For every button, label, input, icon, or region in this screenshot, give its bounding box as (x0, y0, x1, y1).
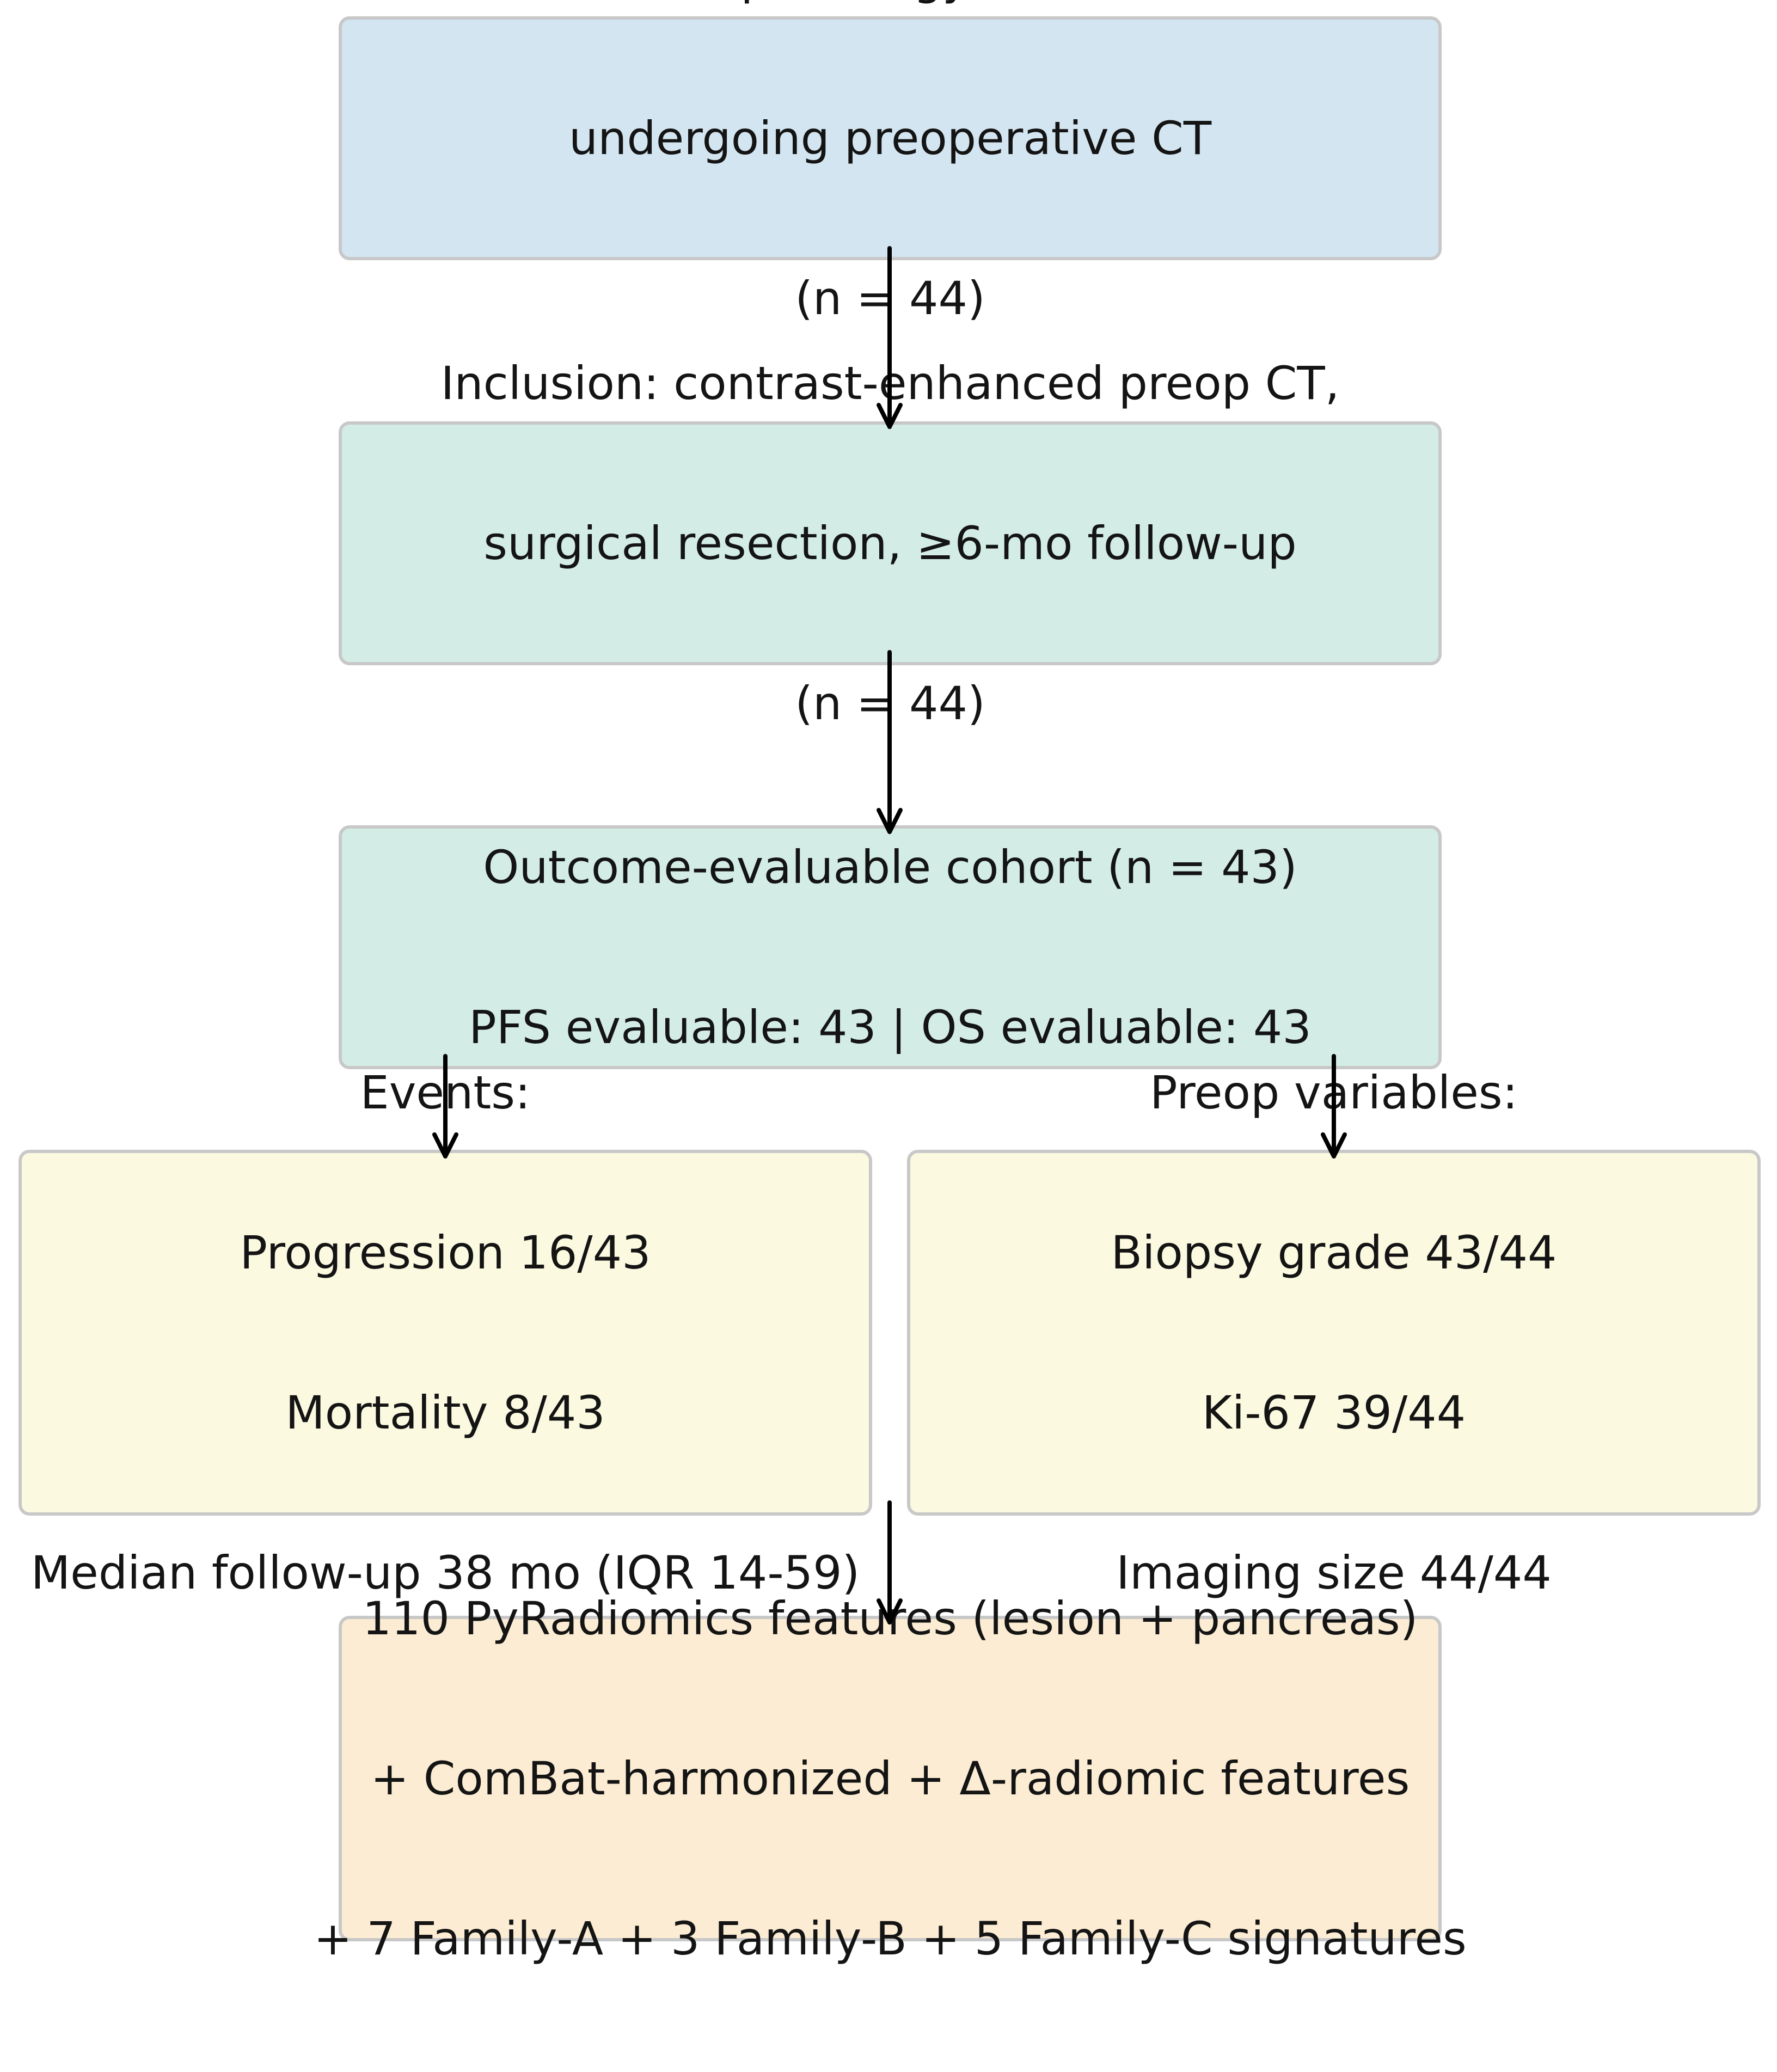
arrow-cohort-to-preop (1321, 1054, 1347, 1158)
events-line-2: Progression 16/43 (240, 1226, 651, 1279)
cohort-line-2: PFS evaluable: 43 | OS evaluable: 43 (469, 1001, 1312, 1054)
cohort-box-text: Outcome-evaluable cohort (n = 43) PFS ev… (469, 734, 1312, 1161)
cohort-line-1: Outcome-evaluable cohort (n = 43) (483, 841, 1297, 894)
arrow-cohort-to-events (432, 1054, 458, 1158)
preop-variables-box: Preop variables: Biopsy grade 43/44 Ki-6… (907, 1066, 1761, 1599)
preop-line-1: Preop variables: (1150, 1066, 1518, 1119)
features-line-1: 110 PyRadiomics features (lesion + pancr… (362, 1592, 1418, 1645)
inclusion-line-2: surgical resection, ≥6-mo follow-up (483, 517, 1297, 570)
patients-box: Patients with pathology-confirmed PNET u… (339, 0, 1442, 325)
preop-line-3: Ki-67 39/44 (1202, 1386, 1466, 1439)
events-line-4: Median follow-up 38 mo (IQR 14-59) (30, 1546, 860, 1599)
patients-box-text: Patients with pathology-confirmed PNET u… (431, 0, 1349, 432)
inclusion-line-3: (n = 44) (795, 677, 985, 730)
features-line-3: + 7 Family-A + 3 Family-B + 5 Family-C s… (314, 1912, 1467, 1965)
inclusion-box: Inclusion: contrast-enhanced preop CT, s… (339, 357, 1442, 730)
cohort-box: Outcome-evaluable cohort (n = 43) PFS ev… (339, 825, 1442, 1069)
inclusion-box-text: Inclusion: contrast-enhanced preop CT, s… (441, 250, 1340, 837)
patients-line-1: Patients with pathology-confirmed PNET (431, 0, 1349, 5)
features-box: 110 PyRadiomics features (lesion + pancr… (314, 1592, 1467, 1965)
features-box-text: 110 PyRadiomics features (lesion + pancr… (314, 1485, 1467, 2072)
events-box: Events: Progression 16/43 Mortality 8/43… (19, 1066, 872, 1599)
events-box-text: Events: Progression 16/43 Mortality 8/43… (31, 959, 860, 1706)
preop-line-2: Biopsy grade 43/44 (1111, 1226, 1557, 1279)
preop-line-4: Imaging size 44/44 (1116, 1546, 1552, 1599)
preop-box-text: Preop variables: Biopsy grade 43/44 Ki-6… (1111, 959, 1557, 1706)
arrow-inclusion-to-cohort (877, 650, 903, 834)
arrow-patients-to-inclusion (877, 246, 903, 429)
events-line-3: Mortality 8/43 (285, 1386, 605, 1439)
patients-line-2: undergoing preoperative CT (568, 112, 1212, 165)
features-line-2: + ComBat-harmonized + Δ-radiomic feature… (370, 1752, 1410, 1805)
arrows-layer (432, 246, 1347, 1625)
arrow-to-features (877, 1500, 903, 1625)
